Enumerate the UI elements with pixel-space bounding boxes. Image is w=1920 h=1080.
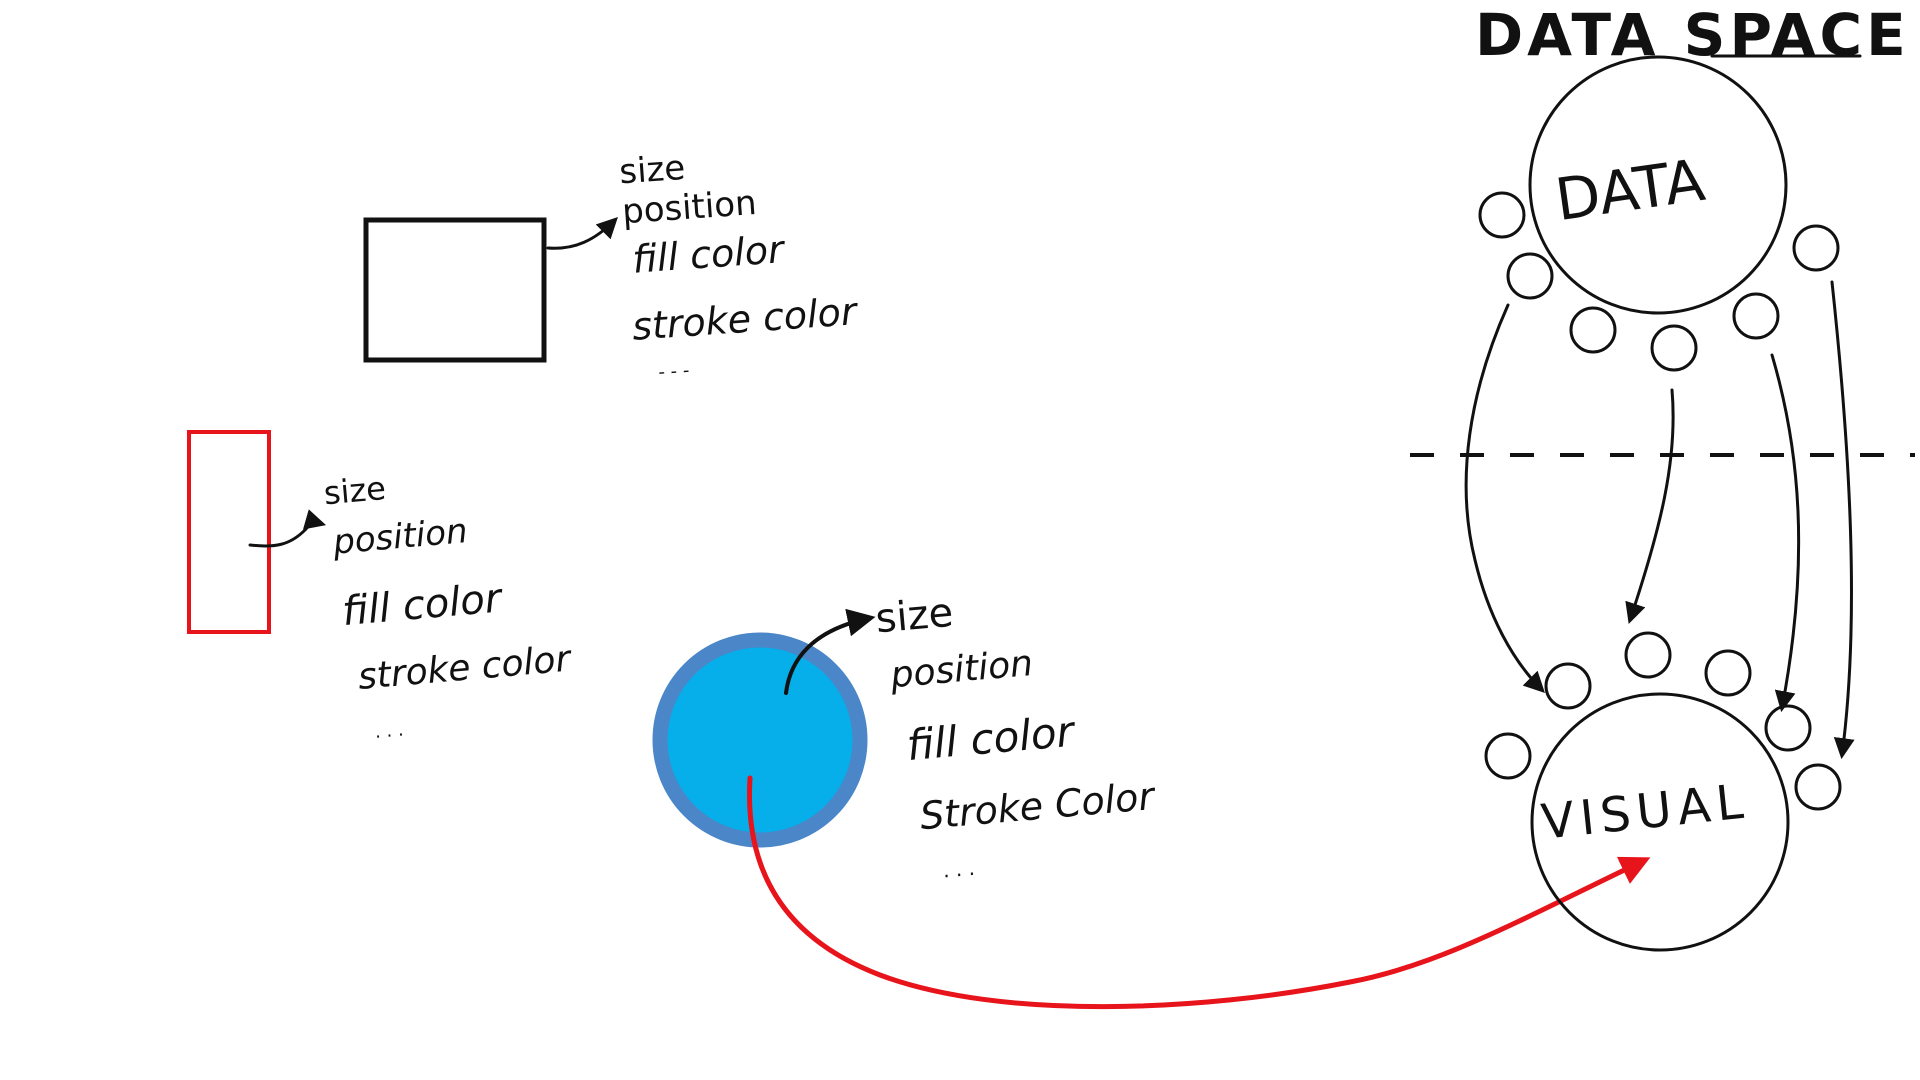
visual-label: VISUAL <box>1539 773 1752 850</box>
bar-prop-position: position <box>331 511 470 563</box>
visual-attribute-circles <box>1484 631 1842 811</box>
data-circle <box>1528 55 1788 315</box>
data-attribute-circle <box>1732 292 1780 340</box>
diagram-title: DATA SPACE <box>1475 1 1910 69</box>
circle-prop-fill-color: fill color <box>905 706 1079 770</box>
mapping-arrow <box>1464 303 1545 693</box>
red-bar-property-list: size position fill color stroke color . … <box>322 469 574 743</box>
bar-prop-size: size <box>322 469 387 512</box>
data-attribute-circle <box>1478 191 1526 239</box>
circle-prop-position: position <box>888 643 1035 696</box>
visual-attribute-circle <box>1484 732 1532 780</box>
rectangle-mark <box>363 217 547 363</box>
rect-prop-size: size <box>618 148 687 193</box>
rect-prop-position: position <box>621 183 758 232</box>
rect-prop-fill-color: fill color <box>631 227 787 282</box>
blue-circle-mark <box>652 632 868 848</box>
visual-attribute-circle <box>1544 662 1592 710</box>
circle-property-arrow <box>784 608 876 695</box>
bar-prop-fill-color: fill color <box>340 575 505 635</box>
circle-property-list: size position fill color Stroke Color . … <box>874 590 1158 883</box>
mapping-arrow <box>1830 280 1855 760</box>
rect-prop-stroke-color: stroke color <box>631 289 860 349</box>
data-to-visual-red-arrow <box>746 775 1651 1010</box>
mapping-arrow <box>1625 388 1675 624</box>
red-bar-mark <box>187 430 271 634</box>
red-bar-property-arrow <box>248 509 327 548</box>
data-attribute-circle <box>1792 224 1840 272</box>
circle-prop-size: size <box>874 590 955 643</box>
bar-prop-stroke-color: stroke color <box>356 638 574 698</box>
rectangle-property-arrow <box>546 217 618 250</box>
rectangle-property-list: size position fill color stroke color - … <box>618 148 860 383</box>
visual-attribute-circle <box>1704 649 1752 697</box>
circle-prop-stroke-color: Stroke Color <box>918 774 1158 838</box>
data-attribute-circles <box>1478 191 1840 372</box>
bar-prop-more: . . . <box>374 719 404 742</box>
visual-attribute-circle <box>1794 763 1842 811</box>
rect-prop-more: - - - <box>658 360 690 383</box>
visual-attribute-circle <box>1764 704 1812 752</box>
circle-prop-more: . . . <box>942 856 976 883</box>
data-attribute-circle <box>1650 324 1698 372</box>
visual-circle <box>1530 692 1790 952</box>
mapping-arrow <box>1770 353 1801 713</box>
data-attribute-circle <box>1506 252 1554 300</box>
data-label: DATA <box>1551 146 1709 234</box>
visual-attribute-circle <box>1624 631 1672 679</box>
data-attribute-circle <box>1569 306 1617 354</box>
